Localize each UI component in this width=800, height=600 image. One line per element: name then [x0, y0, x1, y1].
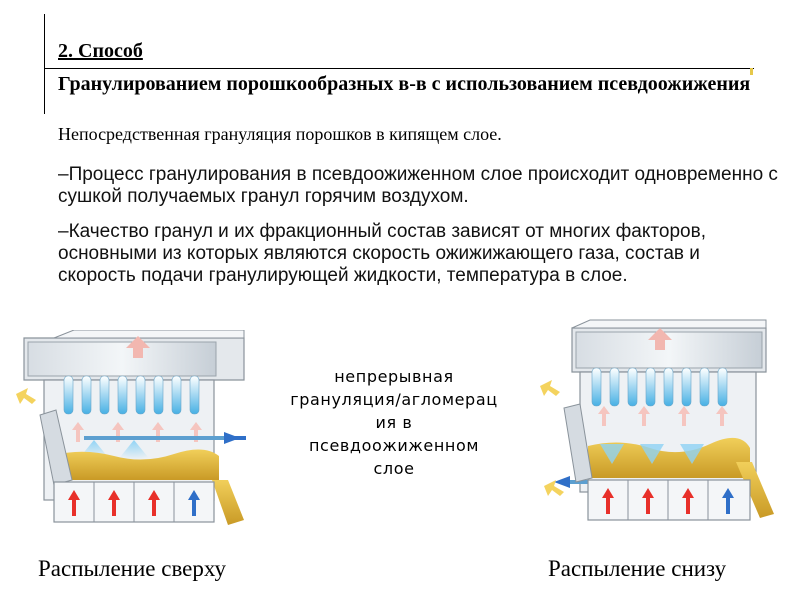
caption-bottom-spray: Распыление снизу	[548, 556, 727, 581]
caption-top-spray: Распыление сверху	[38, 556, 226, 581]
frame-corner-tick	[750, 68, 753, 75]
method-heading: 2. Способ	[58, 40, 143, 62]
paragraph-quality: –Качество гранул и их фракционный состав…	[58, 221, 706, 286]
subtitle: Непосредственная грануляция порошков в к…	[58, 124, 502, 144]
method-title: Гранулированием порошкообразных в-в с ис…	[58, 73, 751, 95]
frame-line-horizontal	[44, 68, 754, 69]
frame-line-vertical	[44, 14, 45, 114]
paragraph-drying: –Процесс гранулирования в псевдоожиженно…	[58, 164, 778, 207]
top-spray-granulator-illustration	[16, 330, 246, 525]
bottom-spray-granulator-illustration	[540, 319, 774, 521]
center-label: непрерывная грануляция/агломерац ия в пс…	[290, 367, 498, 478]
